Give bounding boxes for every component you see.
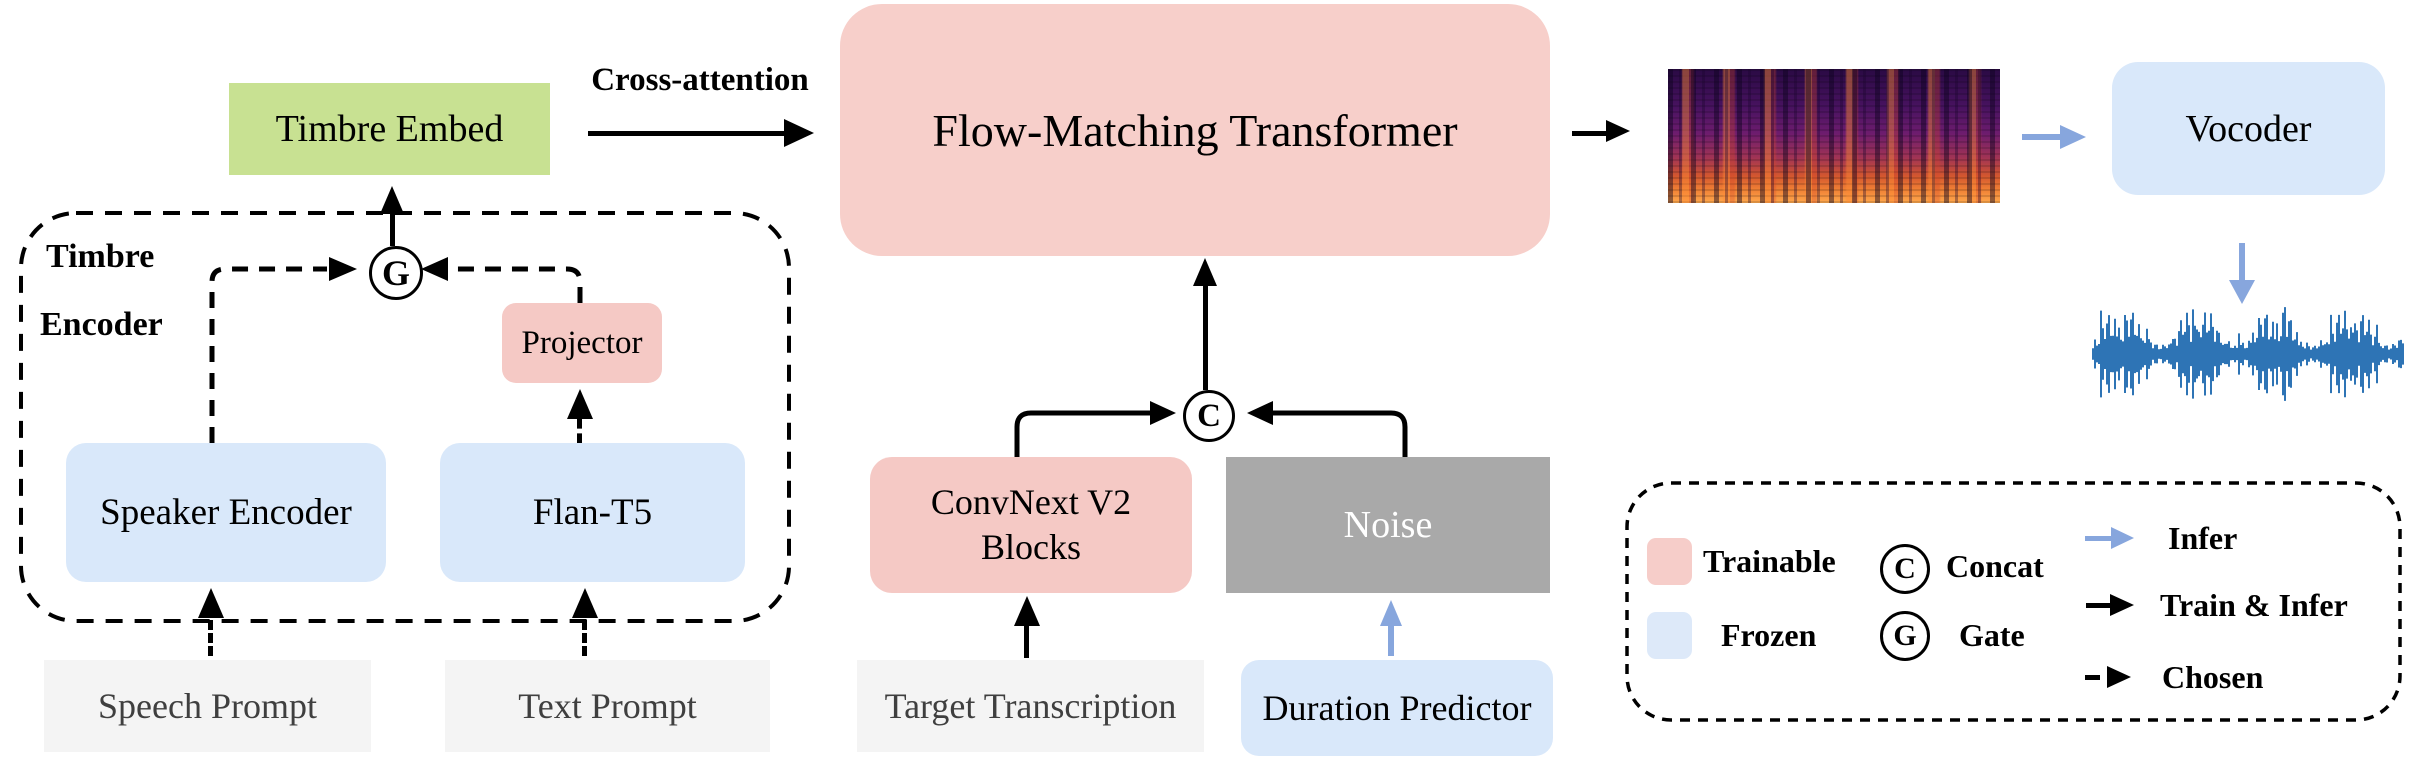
speech-to-speaker-stem — [208, 620, 213, 656]
flan-t5-label: Flan-T5 — [532, 492, 653, 533]
noise-to-concat-arrowhead-icon — [1247, 401, 1273, 425]
duration-to-noise-stem — [1388, 626, 1394, 656]
target-transcription-box: Target Transcription — [857, 660, 1204, 752]
legend-trainable-swatch — [1647, 538, 1692, 585]
duration-predictor-box: Duration Predictor — [1241, 660, 1553, 756]
spectrogram-to-vocoder-arrowhead-icon — [2060, 125, 2086, 149]
concat-to-fm-arrow — [1203, 284, 1208, 390]
projector-label: Projector — [521, 324, 643, 361]
concat-symbol: C — [1197, 397, 1221, 434]
gate-symbol: G — [381, 253, 410, 293]
convnext-to-concat-path — [1014, 401, 1176, 458]
concat-node: C — [1183, 390, 1235, 442]
convnext-to-concat-arrowhead-icon — [1150, 401, 1176, 425]
text-to-flan-stem — [582, 620, 587, 656]
text-prompt-box: Text Prompt — [445, 660, 770, 752]
duration-to-noise-arrowhead-icon — [1380, 600, 1402, 626]
legend-infer-arrowhead-icon — [2111, 527, 2134, 549]
convnext-box: ConvNext V2 Blocks — [870, 457, 1192, 593]
speaker-encoder-label: Speaker Encoder — [100, 492, 352, 533]
projector-to-gate-arrowhead-icon — [421, 257, 448, 281]
spectrogram-to-vocoder-arrow — [2022, 134, 2060, 140]
legend-gate-node: G — [1880, 611, 1930, 661]
transcription-to-convnext-arrowhead-icon — [1014, 596, 1040, 626]
speech-to-speaker-arrowhead-icon — [198, 588, 224, 618]
cross-attention-label: Cross-attention — [591, 62, 809, 98]
gate-to-embed-arrowhead-icon — [380, 186, 404, 214]
cross-attention-arrowhead-icon — [784, 119, 814, 147]
gate-node: G — [369, 246, 423, 300]
fm-to-spectrogram-arrow — [1572, 131, 1606, 136]
legend-gate-label: Gate — [1959, 617, 2025, 653]
flan-to-projector-arrowhead-icon — [567, 389, 593, 419]
speaker-to-gate-arrowhead-icon — [329, 257, 357, 281]
legend-dashed-box — [1625, 481, 2402, 722]
timbre-embed-label: Timbre Embed — [275, 108, 504, 150]
legend-frozen-label: Frozen — [1721, 617, 1817, 653]
mel-spectrogram-image — [1668, 69, 2000, 203]
projector-to-gate-dashed-path — [421, 257, 583, 303]
noise-box: Noise — [1226, 457, 1550, 593]
speaker-to-gate-dashed-path — [209, 257, 357, 443]
convnext-label-line2: Blocks — [980, 527, 1081, 567]
projector-box: Projector — [502, 303, 662, 383]
speech-prompt-label: Speech Prompt — [98, 686, 317, 726]
legend-chosen-arrowhead-icon — [2107, 666, 2131, 688]
flow-matching-transformer-label: Flow-Matching Transformer — [932, 104, 1458, 156]
timbre-encoder-label-line1: Timbre — [46, 238, 155, 275]
duration-predictor-label: Duration Predictor — [1262, 688, 1532, 728]
vocoder-label: Vocoder — [2185, 107, 2312, 150]
timbre-encoder-dashed-box — [19, 211, 791, 623]
legend-train-infer-label: Train & Infer — [2160, 587, 2348, 623]
concat-to-fm-arrowhead-icon — [1193, 258, 1217, 286]
legend-train-infer-arrowhead-icon — [2110, 594, 2134, 616]
legend-infer-arrow — [2085, 536, 2111, 541]
legend-concat-node: C — [1880, 544, 1930, 594]
text-to-flan-arrowhead-icon — [572, 588, 598, 618]
legend-frozen-swatch — [1647, 612, 1692, 659]
flan-to-projector-stem — [577, 419, 582, 443]
gate-to-embed-arrow — [390, 212, 395, 246]
speaker-encoder-box: Speaker Encoder — [66, 443, 386, 582]
legend-concat-label: Concat — [1946, 548, 2044, 584]
legend-trainable-label: Trainable — [1703, 543, 1836, 579]
convnext-label-line1: ConvNext V2 — [930, 482, 1132, 522]
speech-prompt-box: Speech Prompt — [44, 660, 371, 752]
legend-chosen-arrow — [2085, 675, 2100, 680]
text-prompt-label: Text Prompt — [518, 686, 697, 726]
transcription-to-convnext-stem — [1024, 626, 1029, 658]
noise-label: Noise — [1343, 504, 1433, 546]
legend-gate-symbol: G — [1893, 619, 1917, 652]
vocoder-box: Vocoder — [2112, 62, 2385, 195]
flan-t5-box: Flan-T5 — [440, 443, 745, 582]
timbre-embed-box: Timbre Embed — [229, 83, 550, 175]
cross-attention-arrow — [588, 131, 784, 136]
target-transcription-label: Target Transcription — [884, 686, 1177, 726]
timbre-encoder-label-line2: Encoder — [40, 306, 163, 343]
legend-concat-symbol: C — [1894, 552, 1916, 585]
waveform-image — [2092, 307, 2404, 401]
legend-infer-label: Infer — [2168, 520, 2238, 556]
vocoder-to-waveform-arrowhead-icon — [2229, 280, 2255, 304]
vocoder-to-waveform-arrow — [2239, 243, 2245, 281]
flow-matching-transformer-box: Flow-Matching Transformer — [840, 4, 1550, 256]
noise-to-concat-path — [1247, 401, 1408, 458]
legend-chosen-label: Chosen — [2162, 659, 2264, 695]
fm-to-spectrogram-arrowhead-icon — [1606, 120, 1630, 142]
legend-train-infer-arrow — [2086, 603, 2110, 608]
